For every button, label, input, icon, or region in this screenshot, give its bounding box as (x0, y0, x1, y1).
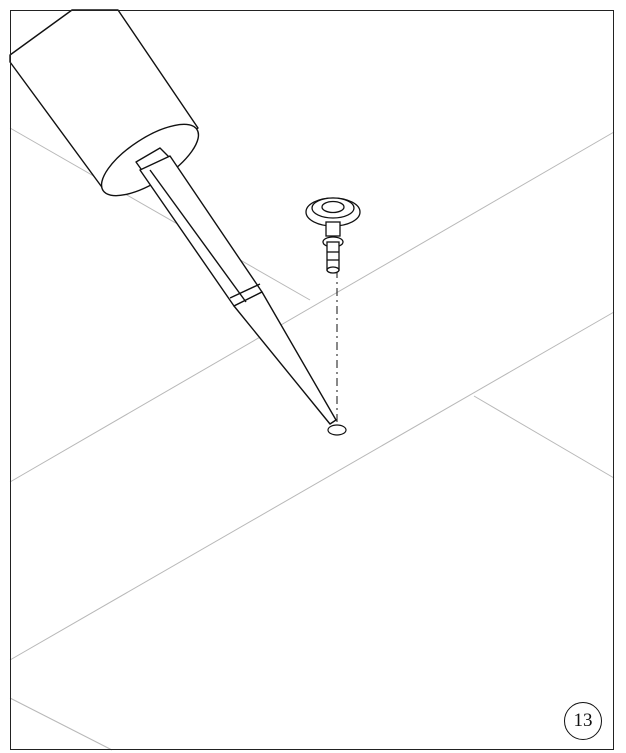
surface-line (9, 697, 113, 751)
pin-shaft (325, 221, 341, 237)
surface-line (9, 131, 615, 483)
surface-lines (9, 127, 615, 751)
surface-line (9, 311, 615, 661)
pin-head-inner (321, 200, 345, 214)
pin-shaft-lower (326, 241, 340, 271)
nozzle-upper (139, 155, 263, 307)
caulk-tube-nozzle-icon (9, 9, 337, 425)
nozzle-band (229, 283, 261, 299)
nozzle-tip (233, 291, 337, 425)
nozzle-inner-line (149, 169, 247, 303)
pin-tip (326, 266, 340, 274)
step-number-label: 13 (573, 710, 593, 731)
mounting-pin-icon (305, 197, 361, 274)
step-number-badge: 13 (564, 702, 602, 740)
surface-line (473, 395, 615, 479)
surface-line (9, 127, 311, 301)
drill-hole-icon (327, 424, 347, 436)
